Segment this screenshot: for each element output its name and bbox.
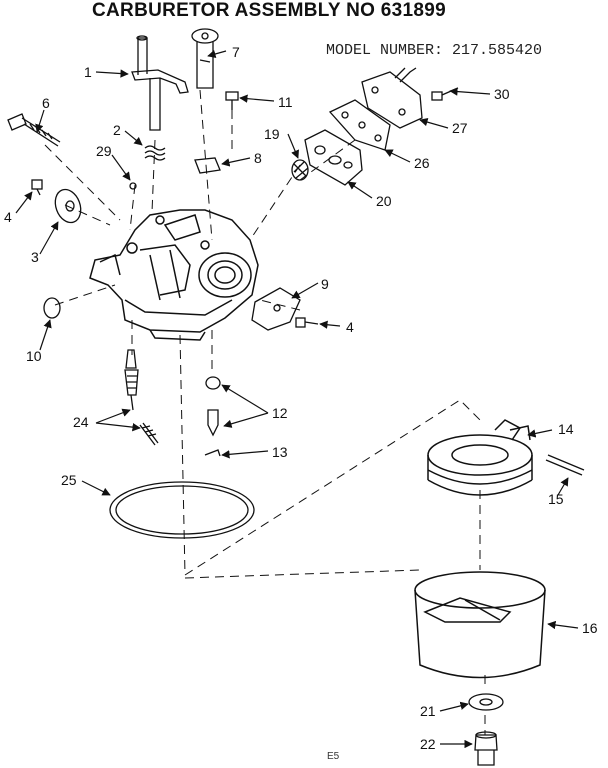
callout-25: 25: [61, 472, 77, 488]
model-number: MODEL NUMBER: 217.585420: [326, 42, 543, 59]
gasket-20: [304, 129, 363, 186]
callout-15: 15: [548, 491, 564, 507]
float-pin-15: [545, 454, 585, 476]
callout-30: 30: [494, 86, 510, 102]
callout-arrows: [15, 49, 579, 749]
callout-21: 21: [420, 703, 436, 719]
screw-30: [431, 87, 459, 101]
callout-19: 19: [264, 126, 280, 142]
small-screw-11: [225, 91, 239, 110]
callout-14: 14: [558, 421, 574, 437]
plate-9: [251, 287, 301, 331]
alignment-lines: [44, 89, 486, 735]
washer-21: [468, 693, 504, 711]
screw-4-left: [31, 179, 43, 196]
bolt-22: [474, 731, 498, 766]
float-14: [427, 419, 533, 496]
callout-22: 22: [420, 736, 436, 752]
clip-13: [204, 449, 221, 457]
welch-plug: [54, 188, 82, 224]
callout-20: 20: [376, 193, 392, 209]
choke-shaft: [191, 28, 219, 89]
callout-27: 27: [452, 120, 468, 136]
spring: [144, 145, 166, 161]
filter-screen-19: [291, 159, 309, 181]
diaphragm-26: [328, 99, 391, 151]
pump-cover-27: [361, 67, 423, 129]
callout-26: 26: [414, 155, 430, 171]
float-bowl-16: [414, 571, 546, 679]
callout-8: 8: [254, 150, 262, 166]
callout-2: 2: [113, 122, 121, 138]
callout-3: 3: [31, 249, 39, 265]
page-code: E5: [327, 751, 340, 762]
callout-9: 9: [321, 276, 329, 292]
callout-6: 6: [42, 95, 50, 111]
callout-10: 10: [26, 348, 42, 364]
carburetor-body: [89, 209, 259, 341]
needle-24: [124, 349, 159, 446]
callout-7: 7: [232, 44, 240, 60]
callout-4-left: 4: [4, 209, 12, 225]
o-ring-25: [109, 481, 255, 539]
plug-10: [43, 297, 61, 319]
diagram-title: CARBURETOR ASSEMBLY NO 631899: [92, 0, 446, 21]
idle-screw: [7, 113, 61, 147]
ball-part: [129, 182, 137, 190]
callout-11: 11: [278, 94, 293, 110]
callout-29: 29: [96, 143, 112, 159]
throttle-shaft: [131, 35, 189, 131]
callout-4-right: 4: [346, 319, 354, 335]
callout-16: 16: [582, 620, 598, 636]
detent-part: [194, 157, 221, 174]
callout-12: 12: [272, 405, 288, 421]
callout-13: 13: [272, 444, 288, 460]
callout-1: 1: [84, 64, 92, 80]
callout-24: 24: [73, 414, 89, 430]
inlet-needle-12: [205, 376, 221, 437]
screw-4-right: [295, 317, 319, 328]
